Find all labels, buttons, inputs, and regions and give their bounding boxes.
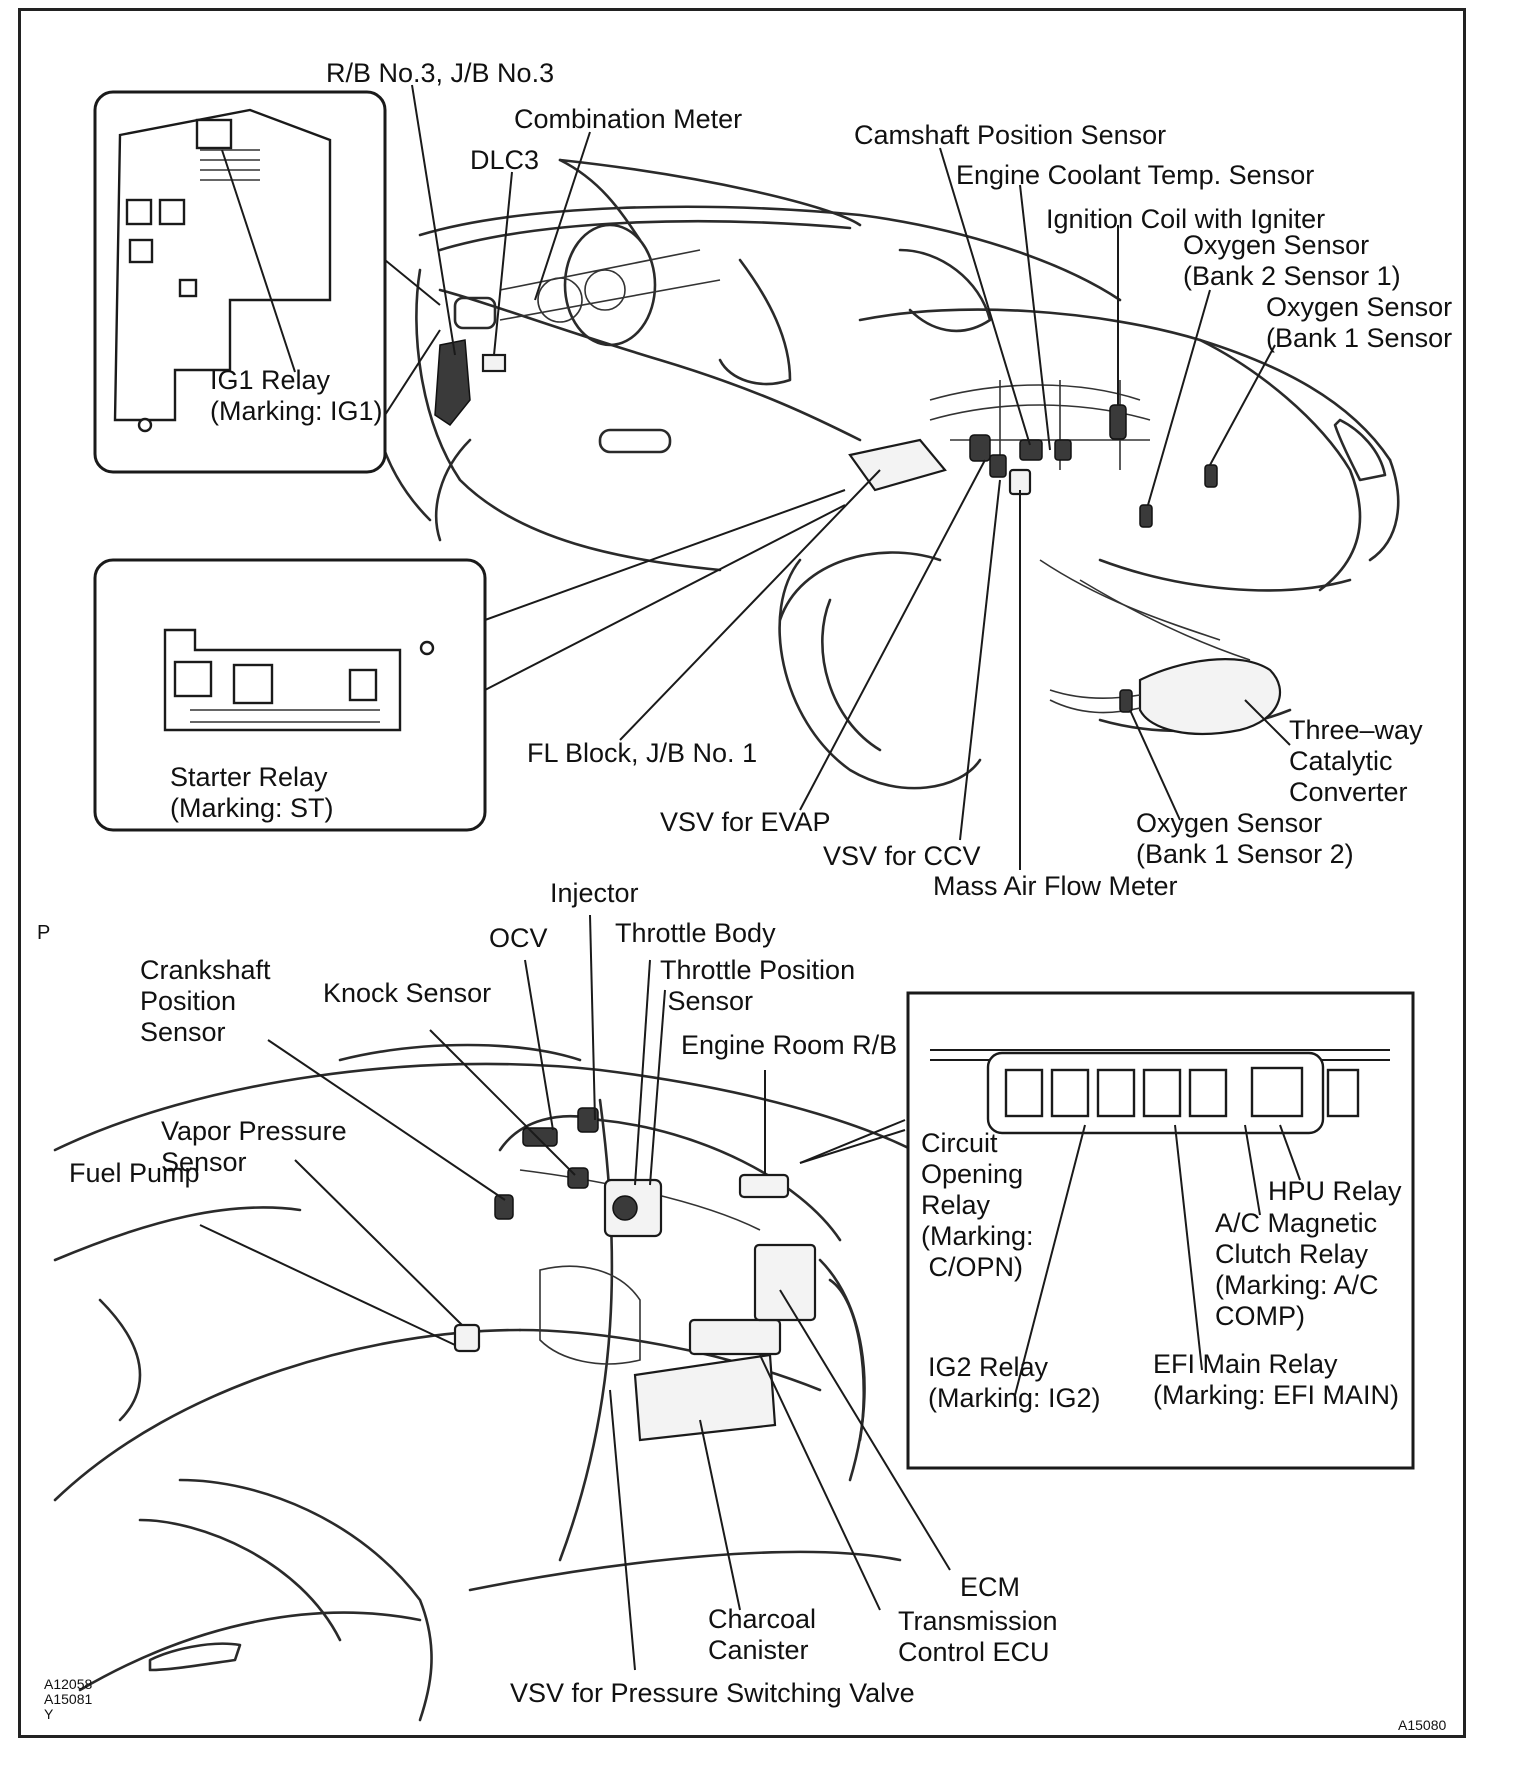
label-vsv-ccv: VSV for CCV: [823, 841, 981, 871]
label-ig1-relay: IG1 Relay (Marking: IG1): [210, 365, 383, 426]
label-charcoal-canister: Charcoal Canister: [708, 1604, 817, 1665]
upper-components: [434, 339, 1218, 713]
figure-code-right: A15080: [1398, 1717, 1447, 1733]
label-ignition-coil: Ignition Coil with Igniter: [1046, 204, 1326, 234]
label-transmission-ecu: Transmission Control ECU: [898, 1606, 1058, 1667]
label-ocv: OCV: [489, 923, 548, 953]
label-engine-room-rb: Engine Room R/B: [681, 1030, 898, 1060]
leader-lines: [199, 84, 1301, 1671]
label-camshaft-sensor: Camshaft Position Sensor: [854, 120, 1167, 150]
label-combination-meter: Combination Meter: [514, 104, 743, 134]
label-o2-bank1-sensor2: Oxygen Sensor (Bank 1 Sensor 2): [1136, 808, 1354, 869]
label-starter-relay: Starter Relay (Marking: ST): [170, 762, 334, 823]
label-vsv-evap: VSV for EVAP: [660, 807, 831, 837]
label-throttle-body: Throttle Body: [615, 918, 776, 948]
label-p-marker: P: [37, 922, 51, 944]
label-o2-bank2-sensor1: Oxygen Sensor (Bank 2 Sensor 1): [1183, 230, 1401, 291]
label-fl-block: FL Block, J/B No. 1: [527, 738, 758, 768]
label-throttle-position-sensor: Throttle Position Sensor: [660, 955, 856, 1016]
label-three-way-catalytic: Three–way Catalytic Converter: [1289, 715, 1423, 807]
upper-car-outline: [371, 158, 1400, 790]
label-ig2-relay: IG2 Relay (Marking: IG2): [928, 1352, 1101, 1413]
label-knock-sensor: Knock Sensor: [323, 978, 492, 1008]
label-crankshaft-sensor: Crankshaft Position Sensor: [140, 955, 271, 1047]
figure-code-left: A12058 A15081 Y: [44, 1676, 93, 1722]
label-dlc3: DLC3: [470, 145, 540, 175]
label-efi-main-relay: EFI Main Relay (Marking: EFI MAIN): [1153, 1349, 1400, 1410]
lower-components: [453, 1107, 817, 1442]
label-ac-clutch-relay: A/C Magnetic Clutch Relay (Marking: A/C …: [1215, 1208, 1379, 1331]
ig1-inset: [93, 90, 441, 474]
starter-inset: [93, 489, 846, 832]
label-injector: Injector: [550, 878, 639, 908]
label-hpu-relay: HPU Relay: [1268, 1176, 1402, 1206]
label-ecm: ECM: [960, 1572, 1020, 1602]
label-o2-bank1-sensor1: Oxygen Sensor (Bank 1 Sensor: [1266, 292, 1453, 353]
engine-room-rb-inset: [799, 991, 1415, 1470]
label-coolant-sensor: Engine Coolant Temp. Sensor: [956, 160, 1315, 190]
label-vapor-pressure-sensor: Vapor Pressure Sensor: [161, 1116, 347, 1177]
label-circuit-opening-relay: Circuit Opening Relay (Marking: C/OPN): [921, 1128, 1034, 1282]
label-vsv-pressure-switching: VSV for Pressure Switching Valve: [510, 1678, 915, 1708]
label-rb-no3: R/B No.3, J/B No.3: [326, 58, 555, 88]
label-fuel-pump: Fuel Pump: [69, 1158, 200, 1188]
label-maf-meter: Mass Air Flow Meter: [933, 871, 1178, 901]
